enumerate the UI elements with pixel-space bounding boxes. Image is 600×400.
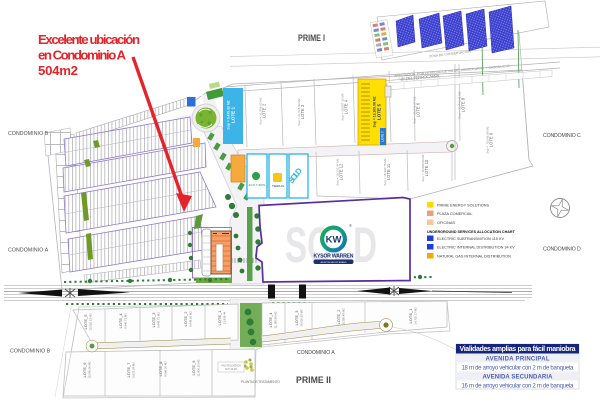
svg-text:9,440.73 M2: 9,440.73 M2	[124, 313, 128, 329]
svg-text:Vialidades amplias para fácil: Vialidades amplias para fácil maniobra	[460, 346, 576, 353]
svg-text:LOTE 9: LOTE 9	[489, 132, 494, 147]
svg-text:11,906.15 M2: 11,906.15 M2	[197, 359, 201, 376]
svg-text:PRIME II: PRIME II	[296, 375, 331, 385]
svg-text:UNDERGROUND SERVICES ALLOCATIO: UNDERGROUND SERVICES ALLOCATION CHART	[427, 230, 516, 234]
svg-text:LOTE_1: LOTE_1	[408, 308, 413, 324]
svg-text:Sup = 9,439.32 M2: Sup = 9,439.32 M2	[227, 100, 231, 129]
svg-text:LOTE_3: LOTE_3	[294, 310, 299, 326]
svg-text:9,449.66 M2: 9,449.66 M2	[189, 311, 193, 327]
svg-text:9,586.26 M2: 9,586.26 M2	[164, 361, 168, 377]
svg-text:PLANTA DE TRATAMIENTO: PLANTA DE TRATAMIENTO	[241, 380, 280, 384]
svg-text:Sup = 21,068.62 M2: Sup = 21,068.62 M2	[259, 97, 263, 124]
svg-text:AVENIDA PRINCIPAL: AVENIDA PRINCIPAL	[486, 357, 550, 363]
svg-text:CONDOMINIO A: CONDOMINIO A	[297, 350, 335, 356]
svg-text:504m2: 504m2	[38, 63, 78, 78]
svg-text:LOTE_8: LOTE_8	[158, 361, 163, 377]
svg-text:LOTE_5: LOTE_5	[83, 314, 88, 330]
svg-text:TIERRAS: TIERRAS	[272, 184, 284, 188]
svg-text:ELECTRIC SUBTRANSMITION 115 KV: ELECTRIC SUBTRANSMITION 115 KV	[437, 237, 504, 241]
svg-text:LOTE_4: LOTE_4	[118, 313, 123, 329]
svg-text:KYSOR WARREN: KYSOR WARREN	[314, 254, 354, 260]
svg-text:9,445.72 M2: 9,445.72 M2	[157, 312, 161, 328]
svg-text:Sup = 15,000.00 M2: Sup = 15,000.00 M2	[421, 154, 425, 181]
svg-text:9,922.24 M2: 9,922.24 M2	[132, 362, 136, 378]
svg-text:LOTE 4: LOTE 4	[344, 99, 349, 114]
svg-text:12,018.33 M2: 12,018.33 M2	[89, 313, 93, 331]
svg-text:Sup = 23,446.42 M2: Sup = 23,446.42 M2	[458, 91, 462, 118]
svg-text:CONDOMINIO A: CONDOMINIO A	[8, 248, 49, 254]
svg-text:KW: KW	[326, 235, 342, 246]
svg-text:ECO T•BON: ECO T•BON	[249, 183, 266, 187]
svg-text:LOTE 11: LOTE 11	[386, 163, 391, 180]
svg-text:en Condominio A: en Condominio A	[38, 48, 126, 63]
svg-text:10,026.92 M2: 10,026.92 M2	[300, 309, 304, 327]
svg-text:Sup = 70,046.68 M2: Sup = 70,046.68 M2	[486, 126, 490, 153]
svg-text:16 m de arroyo vehicular con 2: 16 m de arroyo vehicular con 2 m de banq…	[462, 384, 575, 390]
svg-text:Excelente ubicación: Excelente ubicación	[38, 32, 140, 47]
svg-text:AVENIDA SECUNDARIA: AVENIDA SECUNDARIA	[483, 375, 554, 381]
svg-text:LOTE_1: LOTE_1	[217, 310, 222, 326]
svg-text:VÍA DEL FERROCARRIL: VÍA DEL FERROCARRIL	[399, 73, 441, 82]
svg-text:14,735.17 M2: 14,735.17 M2	[414, 307, 418, 325]
svg-text:Sup = 20,007.32 M2: Sup = 20,007.32 M2	[341, 93, 345, 120]
svg-text:LOTE 2: LOTE 2	[262, 103, 267, 118]
svg-text:Sup = 13,109.98 M2: Sup = 13,109.98 M2	[373, 96, 377, 127]
svg-text:OFICINAS: OFICINAS	[437, 221, 455, 225]
svg-text:LOTE_6: LOTE_6	[82, 362, 87, 378]
svg-text:CONDOMINIO B: CONDOMINIO B	[10, 349, 51, 355]
svg-text:Sup = 18,360.75 M2: Sup = 18,360.75 M2	[383, 158, 387, 185]
svg-text:LOTE 10: LOTE 10	[424, 159, 429, 176]
svg-text:LOTE_3: LOTE_3	[151, 312, 156, 328]
svg-text:ELECTRIC INTERNAL DISTRIBUTION: ELECTRIC INTERNAL DISTRIBUTION 34 KV	[437, 246, 515, 250]
svg-text:LOTE 5: LOTE 5	[377, 104, 382, 121]
svg-text:CONDOMINIO C: CONDOMINIO C	[543, 133, 581, 139]
svg-text:LOTE_9: LOTE_9	[191, 360, 196, 376]
svg-text:13,908.44: 13,908.44	[223, 311, 227, 324]
svg-text:10,369.49 M2: 10,369.49 M2	[342, 308, 346, 326]
svg-text:LOTE 1: LOTE 1	[231, 107, 236, 124]
svg-text:LOTE_2: LOTE_2	[183, 311, 188, 327]
svg-text:Sup = 21,524.93 M2: Sup = 21,524.93 M2	[297, 98, 301, 125]
svg-text:®: ®	[349, 223, 352, 228]
svg-text:Sup = 19,132.44 M2: Sup = 19,132.44 M2	[336, 158, 340, 185]
svg-text:LOTE_4: LOTE_4	[268, 312, 273, 328]
svg-text:ZONA DE CONSERVACIÓN: ZONA DE CONSERVACIÓN	[429, 48, 472, 58]
svg-text:LOTE 6: LOTE 6	[416, 102, 421, 117]
svg-text:LOTE_2: LOTE_2	[336, 309, 341, 325]
svg-text:NATURAL GAS INTERNAL DISTRIBUT: NATURAL GAS INTERNAL DISTRIBUTION	[437, 255, 511, 259]
svg-text:CONDOMINIO B: CONDOMINIO B	[8, 131, 49, 137]
svg-text:11,185.89 M2: 11,185.89 M2	[274, 311, 278, 328]
svg-text:SUP 20 M2: SUP 20 M2	[225, 368, 238, 371]
svg-text:18 m de arroyo vehicular con 2: 18 m de arroyo vehicular con 2 m de banq…	[462, 366, 575, 372]
svg-text:LOTE 7: LOTE 7	[381, 131, 385, 142]
svg-text:AN EPTA GROUP BRAND: AN EPTA GROUP BRAND	[321, 261, 347, 264]
svg-text:CONDOMINIO D: CONDOMINIO D	[543, 247, 581, 253]
svg-text:PLAZA COMERCIAL: PLAZA COMERCIAL	[437, 212, 472, 216]
svg-text:HAS REQUERIDA: HAS REQUERIDA	[221, 365, 241, 368]
svg-text:LOTE 3: LOTE 3	[300, 104, 305, 119]
svg-text:LOTE 12: LOTE 12	[339, 163, 344, 180]
svg-text:PRIME I: PRIME I	[298, 33, 325, 43]
svg-text:PRIME ENERGY SOLUTIONS: PRIME ENERGY SOLUTIONS	[437, 204, 490, 208]
svg-text:LOTE 8: LOTE 8	[461, 97, 466, 112]
svg-text:Sup = 26,046.07 M2: Sup = 26,046.07 M2	[413, 96, 417, 123]
svg-text:19,500.00 M2: 19,500.00 M2	[88, 361, 92, 379]
svg-text:LOTE_7: LOTE_7	[126, 362, 131, 378]
